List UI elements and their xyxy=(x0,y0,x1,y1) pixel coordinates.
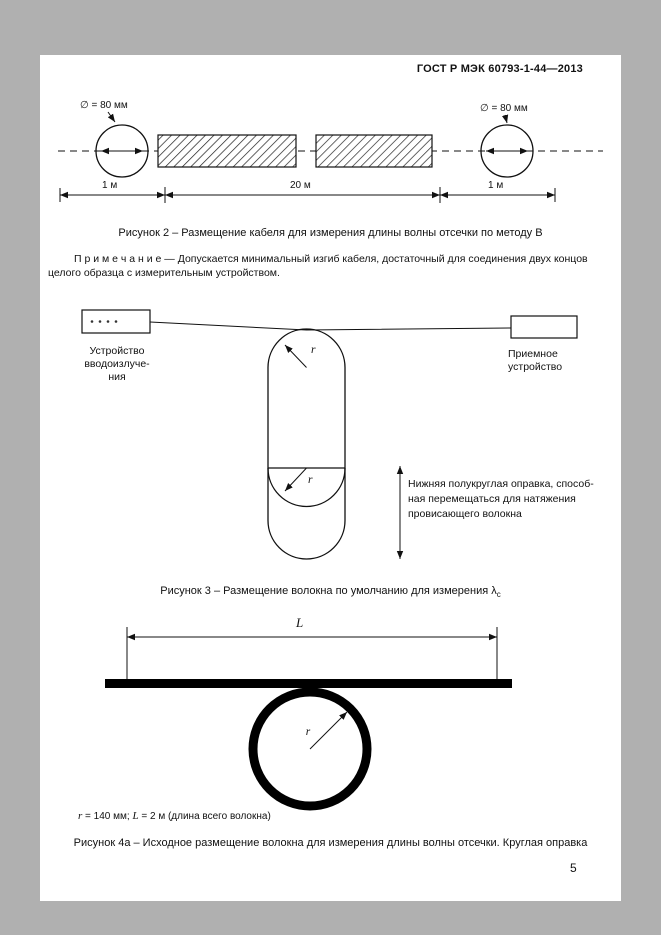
left-diameter-pointer xyxy=(107,111,116,123)
cable-segment-right xyxy=(315,134,433,168)
radius-arrow-top xyxy=(284,344,307,368)
right-diameter-label: ∅ = 80 мм xyxy=(480,103,528,114)
source-label-line1: Устройство xyxy=(89,345,145,357)
radius-label-top: r xyxy=(311,344,316,356)
length-label: L xyxy=(295,615,303,630)
receiver-label-line1: Приемное xyxy=(508,348,558,360)
figure3-caption-subscript: c xyxy=(496,590,501,600)
mandrel-ring xyxy=(248,687,372,811)
dim-label-mid: 20 м xyxy=(290,180,311,191)
dimension-lines xyxy=(59,187,556,203)
dim-label-right: 1 м xyxy=(488,180,503,191)
figure3-caption: Рисунок 3 – Размещение волокна по умолча… xyxy=(40,585,621,599)
right-diameter-pointer xyxy=(501,114,509,124)
page-number: 5 xyxy=(570,861,577,875)
radius-arrow xyxy=(309,711,348,750)
figure3-caption-text: Рисунок 3 – Размещение волокна по умолча… xyxy=(160,585,497,597)
param-l-value: = 2 м (длина всего волокна) xyxy=(138,811,271,822)
figure4-block: L r xyxy=(40,613,621,818)
source-label-line3: ния xyxy=(108,371,126,383)
radius-label: r xyxy=(306,726,311,738)
figure2-diagram: ∅ = 80 мм ∅ = 80 мм 1 м 20 м 1 м xyxy=(58,100,603,203)
receiver-label-line2: устройство xyxy=(508,361,563,373)
figure3-block: r r Устройство вводоизлуче- ния Приемное… xyxy=(40,300,621,582)
param-r-symbol: r xyxy=(78,810,83,822)
radius-label-bottom: r xyxy=(308,474,313,486)
right-mandrel-circle xyxy=(480,124,534,178)
mandrel-capsule xyxy=(267,328,346,560)
annotation-line1: Нижняя полукруглая оправка, способ- xyxy=(408,478,594,490)
document-page: ГОСТ Р МЭК 60793-1-44—2013 ∅ = 80 мм ∅ =… xyxy=(40,55,621,901)
support-bar xyxy=(105,679,512,688)
annotation-line3: провисающего волокна xyxy=(408,508,522,520)
figure2-caption: Рисунок 2 – Размещение кабеля для измере… xyxy=(118,227,543,239)
figure3-diagram: r r xyxy=(81,309,578,560)
mandrel-annotation: Нижняя полукруглая оправка, способ- ная … xyxy=(408,477,620,522)
annotation-line2: ная перемещаться для натяжения xyxy=(408,493,576,505)
fiber-line xyxy=(149,321,512,331)
source-device-label: Устройство вводоизлуче- ния xyxy=(76,345,158,384)
figure4-diagram: L r xyxy=(105,615,512,811)
radius-arrow-bottom xyxy=(284,467,307,492)
param-r-value: = 140 мм; xyxy=(82,811,133,822)
left-diameter-label: ∅ = 80 мм xyxy=(80,100,128,111)
figure4-caption: Рисунок 4а – Исходное размещение волокна… xyxy=(73,837,588,849)
dim-label-left: 1 м xyxy=(102,180,117,191)
source-label-line2: вводоизлуче- xyxy=(84,358,150,370)
param-l-symbol: L xyxy=(132,810,139,822)
doc-header: ГОСТ Р МЭК 60793-1-44—2013 xyxy=(416,63,583,75)
source-box-dots xyxy=(90,320,118,323)
note-paragraph: П р и м е ч а н и е — Допускается минима… xyxy=(48,253,588,279)
figure4-parameters: r = 140 мм; L = 2 м (длина всего волокна… xyxy=(78,810,271,822)
lower-mandrel-arc xyxy=(267,467,346,508)
left-mandrel-circle xyxy=(95,124,149,178)
receiver-device-label: Приемное устройство xyxy=(508,348,562,374)
receiver-device-box xyxy=(510,315,578,339)
cable-segment-left xyxy=(157,134,297,168)
